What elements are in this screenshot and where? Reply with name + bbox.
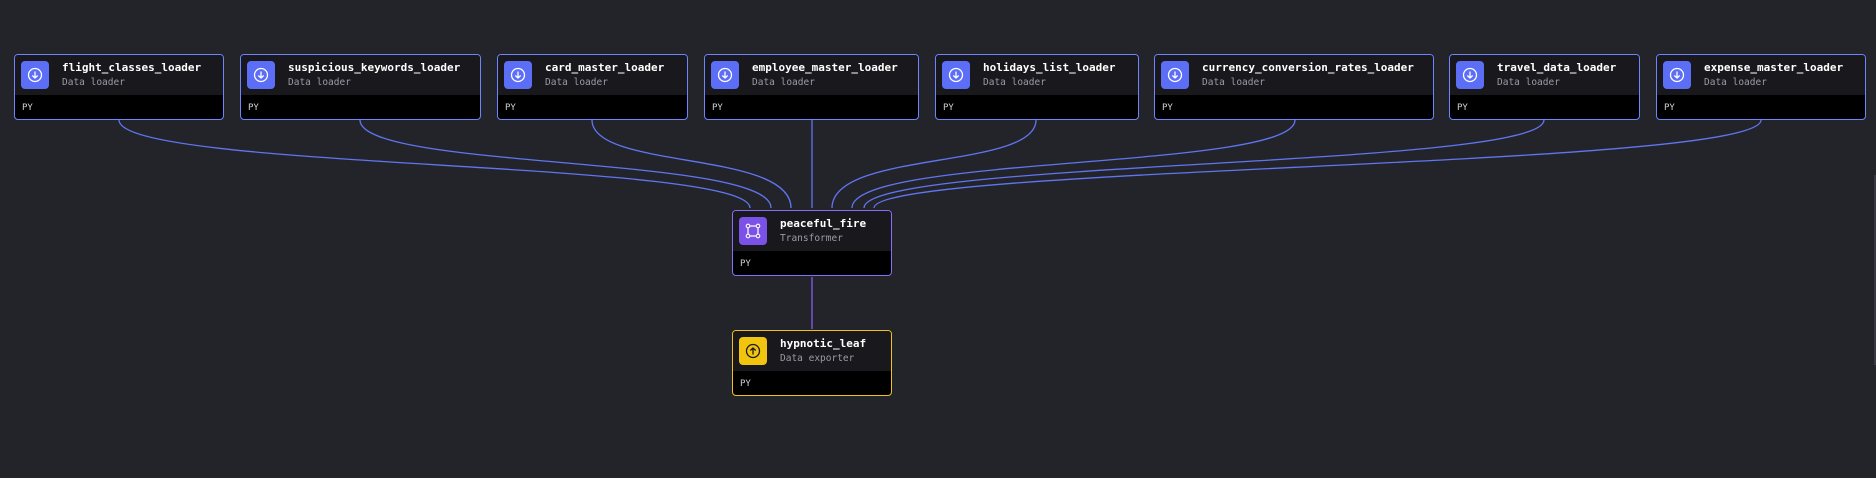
block-flight-classes-loader[interactable]: flight_classes_loader Data loader PY (14, 54, 224, 120)
block-header: expense_master_loader Data loader (1657, 55, 1865, 95)
download-arrow-icon (1161, 61, 1189, 89)
block-name: currency_conversion_rates_loader (1202, 61, 1414, 74)
canvas-scrollbar[interactable] (1874, 175, 1876, 365)
block-header: travel_data_loader Data loader (1450, 55, 1639, 95)
block-name: peaceful_fire (780, 217, 867, 230)
block-type: Data loader (1704, 77, 1767, 88)
edge-card-master-to-transformer (591, 119, 792, 209)
block-language: PY (712, 103, 723, 113)
block-language: PY (505, 103, 516, 113)
block-name: flight_classes_loader (62, 61, 202, 74)
block-name: employee_master_loader (752, 61, 898, 74)
edge-expense-master-to-transformer (873, 119, 1762, 209)
block-header: hypnotic_leaf Data exporter (733, 331, 891, 371)
block-card-master-loader[interactable]: card_master_loader Data loader PY (497, 54, 688, 120)
download-arrow-icon (247, 61, 275, 89)
block-language: PY (1664, 103, 1675, 113)
download-arrow-icon (21, 61, 49, 89)
block-currency-conversion-rates-loader[interactable]: currency_conversion_rates_loader Data lo… (1154, 54, 1434, 120)
block-header: flight_classes_loader Data loader (15, 55, 223, 95)
block-expense-master-loader[interactable]: expense_master_loader Data loader PY (1656, 54, 1866, 120)
block-name: hypnotic_leaf (780, 337, 867, 350)
block-language: PY (740, 259, 751, 269)
block-name: travel_data_loader (1497, 61, 1617, 74)
download-arrow-icon (504, 61, 532, 89)
block-header: currency_conversion_rates_loader Data lo… (1155, 55, 1433, 95)
block-type: Data loader (1202, 77, 1265, 88)
block-employee-master-loader[interactable]: employee_master_loader Data loader PY (704, 54, 919, 120)
block-holidays-list-loader[interactable]: holidays_list_loader Data loader PY (935, 54, 1139, 120)
block-type: Data loader (288, 77, 351, 88)
block-type: Data loader (62, 77, 125, 88)
block-header: peaceful_fire Transformer (733, 211, 891, 251)
block-header: card_master_loader Data loader (498, 55, 687, 95)
block-name: holidays_list_loader (983, 61, 1116, 74)
block-type: Data loader (545, 77, 608, 88)
block-language: PY (1162, 103, 1173, 113)
block-type: Data loader (752, 77, 815, 88)
block-header: employee_master_loader Data loader (705, 55, 918, 95)
download-arrow-icon (942, 61, 970, 89)
download-arrow-icon (711, 61, 739, 89)
edge-suspicious-keywords-to-transformer (359, 119, 772, 209)
block-name: suspicious_keywords_loader (288, 61, 461, 74)
block-hypnotic-leaf-exporter[interactable]: hypnotic_leaf Data exporter PY (732, 330, 892, 396)
block-type: Data loader (1497, 77, 1560, 88)
block-type: Data loader (983, 77, 1046, 88)
block-type: Data exporter (780, 353, 855, 364)
block-header: suspicious_keywords_loader Data loader (241, 55, 480, 95)
block-name: card_master_loader (545, 61, 665, 74)
upload-arrow-icon (739, 337, 767, 365)
edge-holidays-list-to-transformer (831, 119, 1037, 209)
transform-square-icon (739, 217, 767, 245)
download-arrow-icon (1663, 61, 1691, 89)
block-peaceful-fire-transformer[interactable]: peaceful_fire Transformer PY (732, 210, 892, 276)
block-language: PY (248, 103, 259, 113)
edge-flight-classes-to-transformer (118, 119, 751, 209)
block-type: Transformer (780, 233, 843, 244)
download-arrow-icon (1456, 61, 1484, 89)
block-name: expense_master_loader (1704, 61, 1844, 74)
block-language: PY (943, 103, 954, 113)
block-suspicious-keywords-loader[interactable]: suspicious_keywords_loader Data loader P… (240, 54, 481, 120)
block-language: PY (1457, 103, 1468, 113)
block-travel-data-loader[interactable]: travel_data_loader Data loader PY (1449, 54, 1640, 120)
edge-travel-data-to-transformer (863, 119, 1545, 209)
block-language: PY (740, 379, 751, 389)
block-language: PY (22, 103, 33, 113)
block-header: holidays_list_loader Data loader (936, 55, 1138, 95)
edge-currency-conversion-to-transformer (851, 119, 1296, 209)
